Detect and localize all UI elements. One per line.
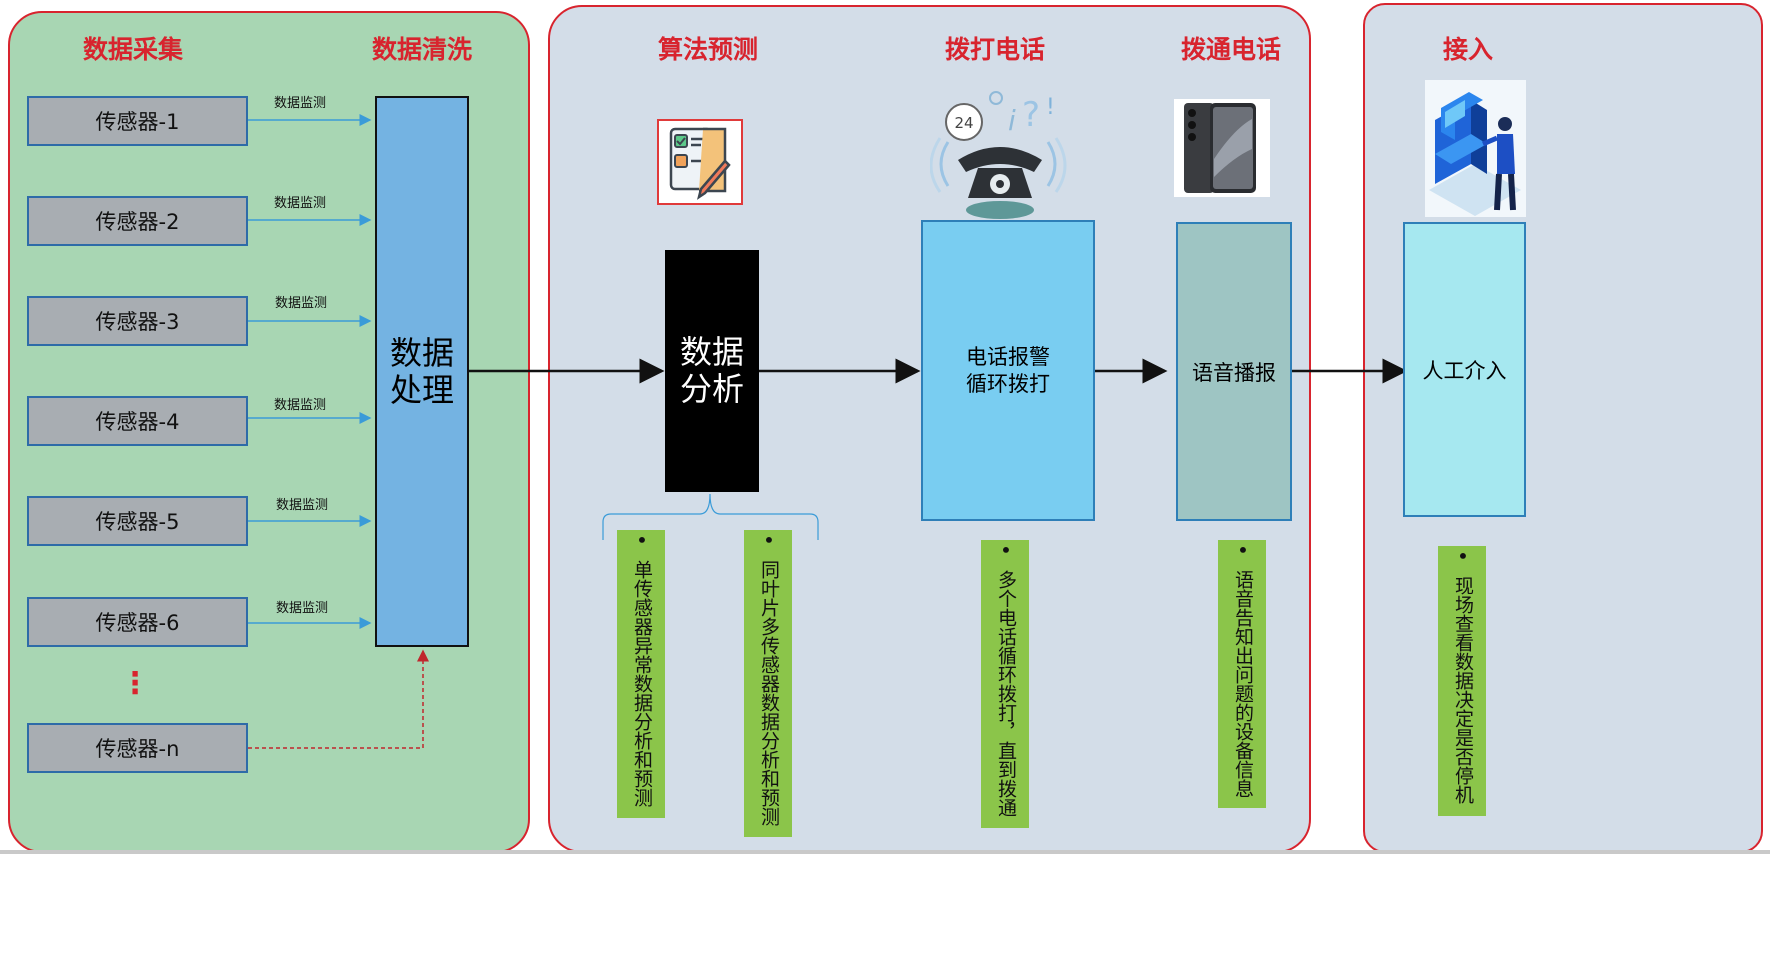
bullet: •: [756, 534, 781, 546]
note-text: 同叶片多传感器数据分析和预测: [757, 559, 780, 826]
kiosk-operator-icon: [1425, 80, 1526, 217]
sensor-3: 传感器-3: [27, 296, 248, 346]
monitor-label-3: 数据监测: [275, 296, 328, 311]
note-multi-sensor: • 同叶片多传感器数据分析和预测: [744, 530, 792, 837]
note-onsite-check: • 现场查看数据决定是否停机: [1438, 546, 1486, 816]
sensor-ellipsis: ⋮: [120, 666, 150, 701]
section-title-collect: 数据采集: [82, 35, 184, 64]
telephone-24h-icon: 24 i ? !: [929, 76, 1070, 220]
section-title-access: 接入: [1442, 35, 1494, 64]
sensor-4: 传感器-4: [27, 396, 248, 446]
note-text: 语音告知出问题的设备信息: [1231, 569, 1254, 798]
monitor-label-4: 数据监测: [274, 398, 327, 413]
phone-alarm-box: 电话报警 循环拨打: [921, 220, 1095, 521]
svg-text:!: !: [1046, 95, 1055, 120]
sensor-1: 传感器-1: [27, 96, 248, 146]
svg-text:24: 24: [954, 114, 973, 132]
note-loop-calls: • 多个电话循环拨打，直到拨通: [981, 540, 1029, 828]
svg-text:i: i: [1008, 104, 1016, 137]
svg-text:?: ?: [1022, 95, 1040, 135]
note-text: 现场查看数据决定是否停机: [1451, 575, 1474, 804]
section-title-connect: 拨通电话: [1180, 35, 1282, 64]
sensor-6: 传感器-6: [27, 597, 248, 647]
bottom-divider: [0, 850, 1770, 854]
sensor-2: 传感器-2: [27, 196, 248, 246]
monitor-label-1: 数据监测: [274, 96, 327, 111]
data-processing-box: 数据 处理: [375, 96, 469, 647]
monitor-label-5: 数据监测: [276, 498, 329, 513]
section-title-clean: 数据清洗: [371, 35, 473, 64]
sensor-n: 传感器-n: [27, 723, 248, 773]
section-title-dial: 拨打电话: [944, 35, 1046, 64]
voice-broadcast-box: 语音播报: [1176, 222, 1292, 521]
section-title-predict: 算法预测: [657, 35, 759, 64]
monitor-label-6: 数据监测: [276, 601, 329, 616]
bullet: •: [629, 534, 654, 546]
manual-intervention-box: 人工介入: [1403, 222, 1526, 517]
bullet: •: [1450, 550, 1475, 562]
note-single-sensor: • 单传感器异常数据分析和预测: [617, 530, 665, 818]
bullet: •: [993, 544, 1018, 556]
note-text: 单传感器异常数据分析和预测: [630, 559, 653, 807]
smartphone-icon: [1174, 99, 1270, 197]
checklist-icon: [657, 119, 743, 205]
note-text: 多个电话循环拨打，直到拨通: [994, 569, 1017, 817]
note-voice-info: • 语音告知出问题的设备信息: [1218, 540, 1266, 808]
data-analysis-box: 数据 分析: [665, 250, 759, 492]
monitor-label-2: 数据监测: [274, 196, 327, 211]
bullet: •: [1230, 544, 1255, 556]
sensor-5: 传感器-5: [27, 496, 248, 546]
